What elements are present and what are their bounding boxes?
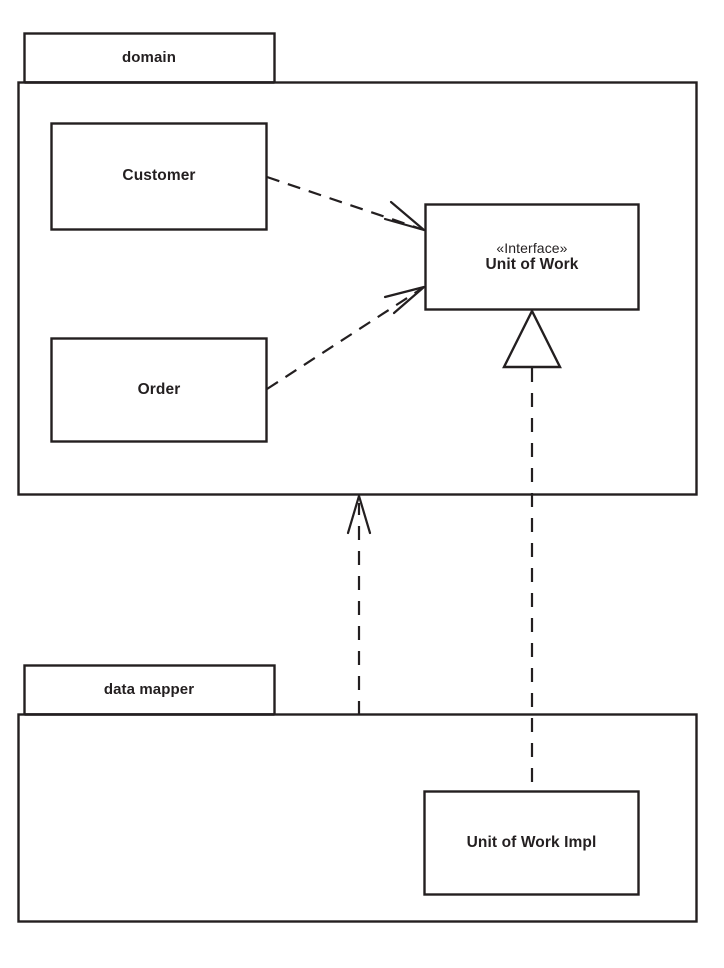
dependency-order-to-unit-of-work[interactable] (266, 285, 426, 390)
package-data-mapper-tab[interactable] (23, 664, 276, 716)
realization-impl-to-interface[interactable] (502, 308, 562, 791)
dependency-data-mapper-to-domain[interactable] (346, 494, 372, 715)
dependency-package-arrowhead (346, 494, 372, 535)
class-box-customer[interactable] (50, 122, 268, 231)
package-domain-tab[interactable] (23, 32, 276, 84)
class-box-unit-of-work-impl[interactable] (423, 790, 640, 896)
dependency-customer-line (266, 175, 422, 231)
dependency-customer-arrowhead (383, 200, 426, 232)
class-box-order[interactable] (50, 337, 268, 443)
dependency-order-line (266, 288, 422, 390)
dependency-customer-to-unit-of-work[interactable] (266, 175, 426, 232)
dependency-order-arrowhead (383, 285, 426, 315)
realization-hollow-triangle-icon (502, 308, 562, 369)
class-box-unit-of-work[interactable] (424, 203, 640, 311)
